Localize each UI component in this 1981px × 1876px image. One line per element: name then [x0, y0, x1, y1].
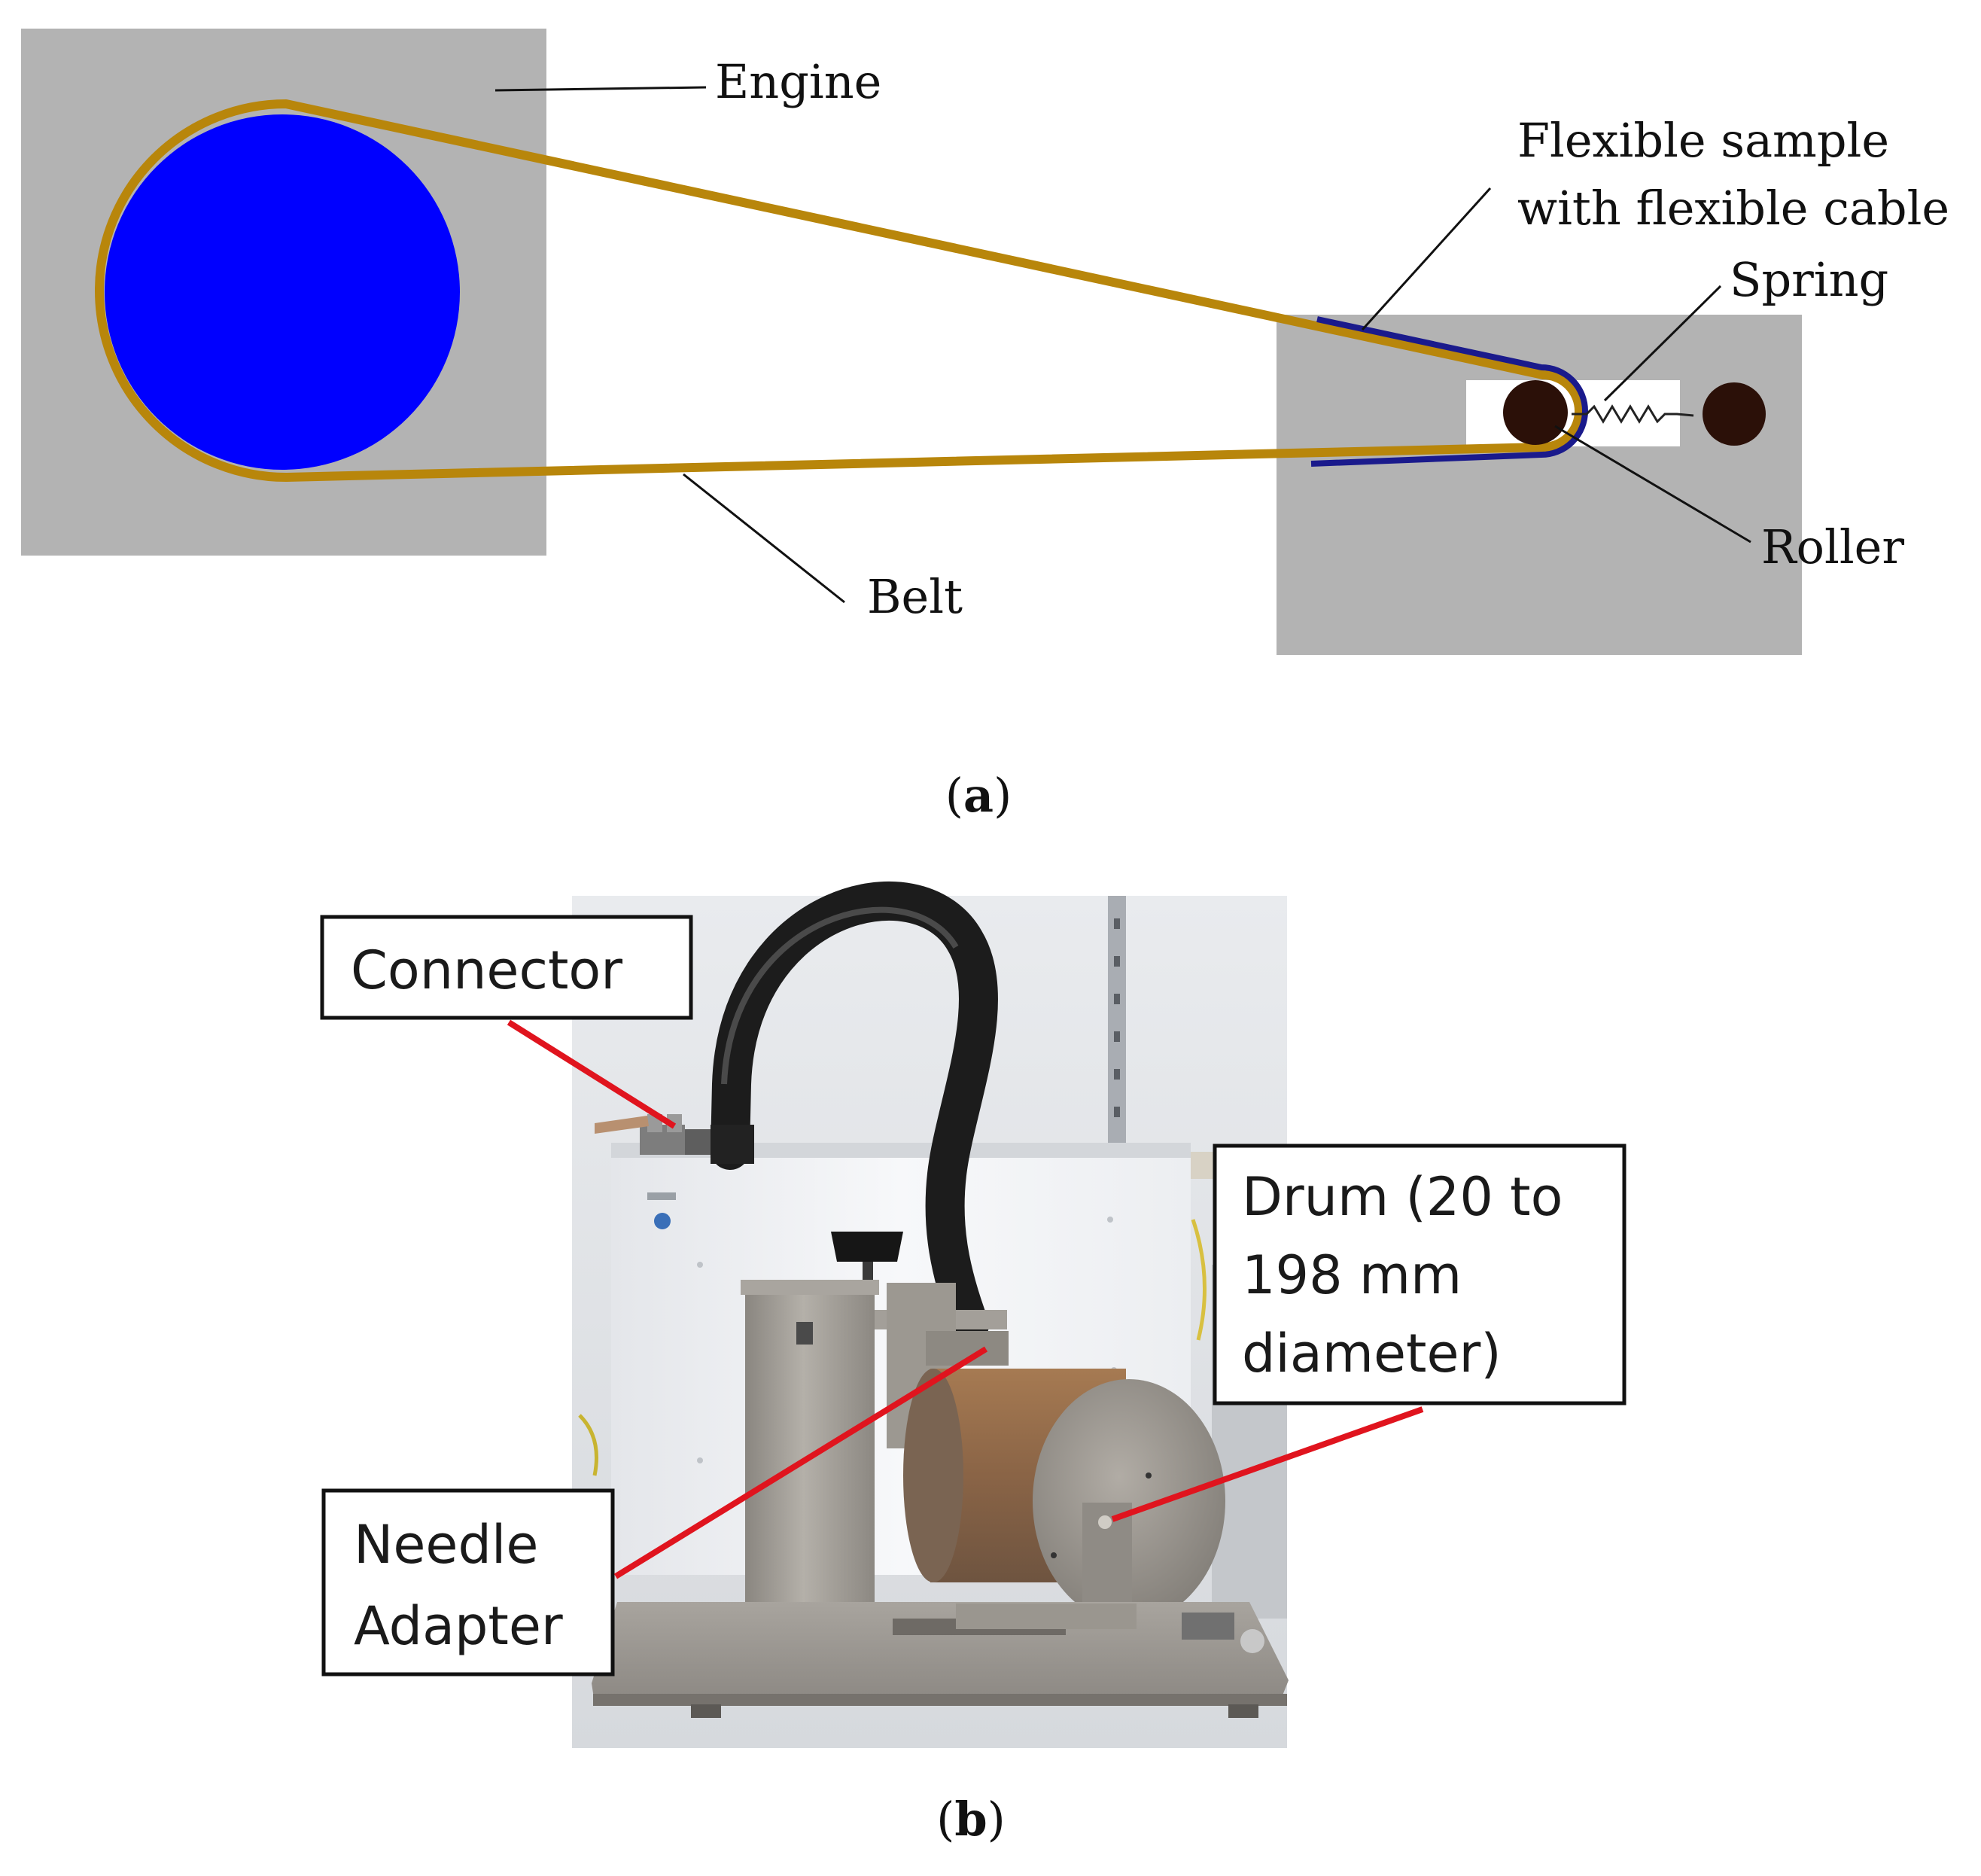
- drum-hole-2: [1051, 1552, 1057, 1558]
- panel-b-photo: Connector Drum (20 to 198 mm diameter) N…: [320, 881, 1626, 1847]
- belt: [95, 99, 1584, 482]
- engine-label: Engine: [715, 54, 881, 109]
- cable-end-fitting: [711, 1125, 754, 1164]
- drum-callout-line: [1111, 1406, 1424, 1522]
- connector-callout-line: [507, 1019, 677, 1129]
- drum-label-line2: 198 mm: [1242, 1244, 1462, 1306]
- needle-adapter-label-line1: Needle: [354, 1514, 538, 1576]
- stand-top: [741, 1280, 879, 1295]
- drum-back-face: [903, 1369, 963, 1582]
- panel-a-caption: (a): [945, 768, 1012, 823]
- drum-hole: [1146, 1472, 1152, 1479]
- needle-callout-line: [613, 1346, 988, 1579]
- stand-clip: [796, 1322, 813, 1345]
- spring: [1572, 404, 1694, 424]
- flexible-sample-label-line2: with flexible cable: [1517, 181, 1949, 236]
- panel-b-caption: (b): [936, 1792, 1006, 1847]
- yellow-wire-left: [578, 1414, 598, 1476]
- spring-leader: [1603, 285, 1722, 402]
- belt-leader: [683, 473, 845, 604]
- connector: [595, 1114, 711, 1155]
- engine-leader: [494, 86, 707, 92]
- box-badge: [647, 1192, 676, 1200]
- spring-label: Spring: [1730, 252, 1888, 307]
- base-feet: [691, 1704, 1258, 1718]
- needle-callout-box: [321, 1488, 615, 1677]
- right-wheel: [1240, 1629, 1264, 1653]
- flexible-cable-highlight: [721, 906, 959, 1085]
- flexible-sample-cable: [1310, 316, 1588, 467]
- roller: [1503, 380, 1568, 445]
- yellow-wire: [1191, 1219, 1207, 1341]
- spring-anchor: [1703, 382, 1766, 446]
- panel-a-schematic: Engine Flexible sample with flexible cab…: [21, 29, 1949, 823]
- flexible-sample-label-line1: Flexible sample: [1517, 113, 1889, 168]
- roller-label: Roller: [1761, 519, 1904, 574]
- drum-callout-box: [1213, 1144, 1626, 1405]
- drum-label-line3: diameter): [1242, 1323, 1502, 1384]
- right-clamp: [1182, 1613, 1234, 1640]
- box-top: [611, 1143, 1191, 1158]
- base-edge: [593, 1694, 1287, 1706]
- rail-slide: [956, 1603, 1137, 1629]
- drum-front-face: [1033, 1379, 1225, 1623]
- box-logo: [654, 1213, 671, 1229]
- roller-leader: [1554, 425, 1751, 544]
- vertical-stand: [745, 1287, 875, 1664]
- connector-callout-box: [320, 915, 693, 1020]
- drum-label-line1: Drum (20 to: [1242, 1166, 1563, 1228]
- belt-label: Belt: [867, 569, 963, 624]
- connector-label: Connector: [351, 940, 622, 1001]
- engine-pulley: [105, 114, 460, 470]
- adjustment-knob: [831, 1232, 903, 1262]
- needle-adapter-label-line2: Adapter: [354, 1595, 563, 1657]
- drum-axle: [1098, 1515, 1112, 1529]
- flexible-sample-leader: [1361, 187, 1492, 331]
